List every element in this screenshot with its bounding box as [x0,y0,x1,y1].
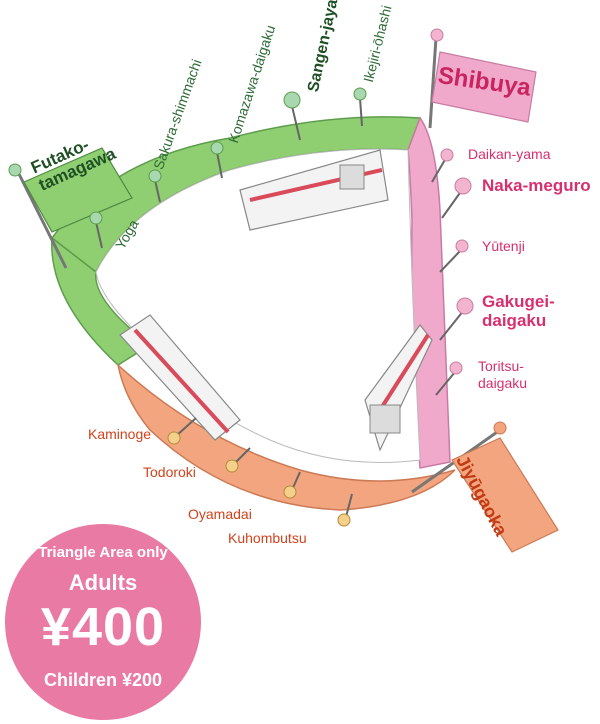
label-gakugei-daigaku: Gakugei- daigaku [482,292,555,330]
futako-flag [23,147,133,233]
pin-todoroki [225,459,239,473]
pin-yoga [89,211,103,225]
jiyugaoka-flag [451,437,559,553]
pin-kuhombutsu [337,513,351,527]
pin-daikan-yama [440,148,454,162]
shibuya-flag-pole [428,37,438,129]
pins-orange [167,417,353,527]
futako-flag-pole [16,171,68,269]
label-toritsu-daigaku: Toritsu- daigaku [478,358,528,391]
label-daikan-yama: Daikan-yama [468,146,551,162]
fare-adults-price: ¥400 [40,597,166,657]
pink-line-band [407,116,451,469]
train-sketch-top [239,149,389,231]
pins-green [89,87,367,249]
fare-adults-label: Adults [68,570,138,595]
pin-yutenji [455,239,469,253]
label-yutenji: Yūtenji [482,238,525,254]
pin-oyamadai [283,485,297,499]
fare-children: Children ¥200 [43,670,163,690]
label-todoroki: Todoroki [143,464,196,480]
orange-line-band [116,362,456,511]
shibuya-flag [431,51,537,123]
pins-pink [431,148,474,396]
label-oyamadai: Oyamadai [188,506,252,522]
label-kuhombutsu: Kuhombutsu [228,530,307,546]
shibuya-flag-knob [430,28,444,42]
train-sketch-left [119,314,241,441]
pin-toritsu-daigaku [449,361,463,375]
label-kaminoge: Kaminoge [88,426,152,442]
fare-badge: Triangle Area only Adults ¥400 Children … [5,524,201,720]
train-sketch-right [364,324,433,452]
pin-sangen-jaya [283,91,301,109]
pin-komazawa-daigaku [210,141,224,155]
pin-gakugei-daigaku [456,297,474,315]
fare-title: Triangle Area only [38,544,168,561]
jiyugaoka-flag-knob [493,421,507,435]
futako-flag-knob [8,163,22,177]
pin-naka-meguro [454,177,472,195]
pin-kaminoge [167,431,181,445]
pin-sakura-shimmachi [148,169,162,183]
label-naka-meguro: Naka-meguro [482,176,591,195]
pin-ikejiri-ohashi [353,87,367,101]
